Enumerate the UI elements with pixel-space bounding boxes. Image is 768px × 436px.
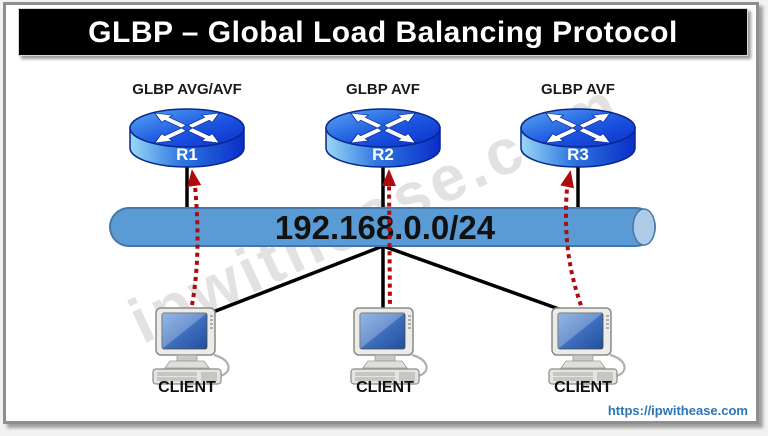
client-3: CLIENT: [547, 306, 626, 396]
traffic-arrow-client1-r1: [188, 183, 200, 314]
router-role-label: GLBP AVG/AVF: [132, 81, 241, 98]
client-label: CLIENT: [554, 379, 612, 396]
traffic-arrows: [188, 181, 586, 314]
router-uplinks: [185, 165, 580, 210]
router-name-label: R3: [567, 145, 589, 164]
subnet-label: 192.168.0.0/24: [275, 209, 496, 246]
router-r3: GLBP AVF R3: [520, 81, 636, 168]
lan-bus: 192.168.0.0/24: [109, 207, 656, 247]
router-name-label: R2: [372, 145, 394, 164]
client-1: CLIENT: [151, 306, 230, 396]
client-icon: [547, 306, 626, 386]
router-role-label: GLBP AVF: [346, 81, 420, 98]
router-r2: GLBP AVF R2: [325, 81, 441, 168]
link-lan-client3: [382, 244, 571, 315]
page-title: GLBP – Global Load Balancing Protocol: [88, 16, 678, 49]
router-name-label: R1: [176, 145, 198, 164]
client-label: CLIENT: [158, 379, 216, 396]
traffic-arrowhead-r3: [560, 168, 578, 189]
traffic-arrow-client2-r2: [386, 181, 393, 313]
client-label: CLIENT: [356, 379, 414, 396]
bus-end-cap: [632, 208, 656, 246]
client-links: [212, 244, 571, 315]
link-lan-client1: [212, 244, 384, 314]
router-role-label: GLBP AVF: [541, 81, 615, 98]
title-banner: GLBP – Global Load Balancing Protocol: [18, 8, 748, 56]
router-r1: GLBP AVG/AVF R1: [129, 81, 245, 168]
traffic-arrow-client3-r3: [563, 185, 586, 314]
client-2: CLIENT: [349, 306, 428, 396]
site-link[interactable]: https://ipwithease.com: [607, 403, 748, 418]
client-icon: [349, 306, 428, 386]
